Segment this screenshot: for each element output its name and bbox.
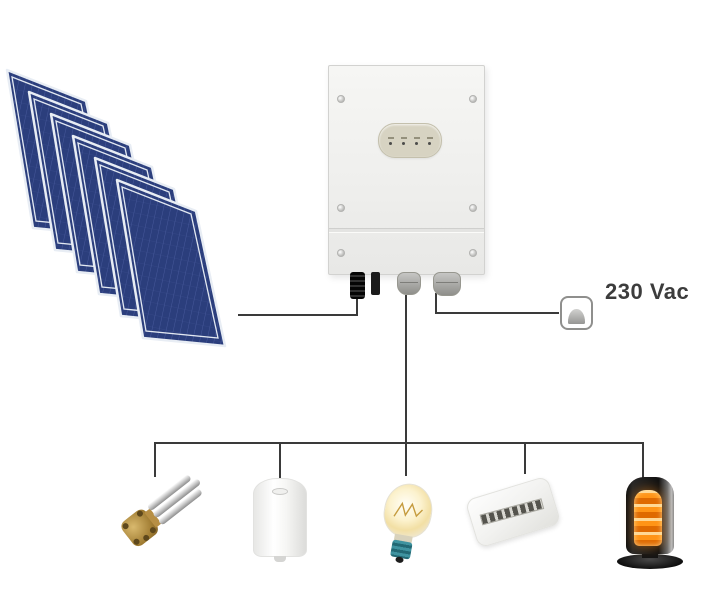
- led-indicator: [387, 136, 394, 145]
- halogen-heater-icon: [616, 477, 686, 569]
- flange-stud: [121, 521, 130, 531]
- light-bulb-assembly: [373, 479, 445, 572]
- mc4-connector-icon: [350, 272, 365, 299]
- led-label-mark: [387, 136, 394, 139]
- wire-pv-to-inverter: [238, 295, 358, 316]
- solar-panel-frame-line: [121, 185, 219, 339]
- led-label-mark: [426, 136, 433, 139]
- heater-glow-elements: [634, 490, 662, 546]
- screw-icon: [469, 249, 477, 257]
- screw-icon: [337, 249, 345, 257]
- wires: [154, 293, 644, 479]
- grid-voltage-label: 230 Vac: [605, 279, 690, 304]
- screw-icon: [337, 204, 345, 212]
- water-heater-fitting: [274, 556, 286, 562]
- inverter-unit: [328, 65, 485, 275]
- cable-gland-icon: [397, 272, 421, 295]
- screw-icon: [337, 95, 345, 103]
- inverter-lower-cover-seam: [329, 228, 484, 233]
- water-heater-logo: [272, 488, 288, 495]
- solar-panel: [115, 178, 227, 348]
- led-dot: [428, 141, 431, 145]
- heater-body: [626, 477, 674, 554]
- light-bulb-icon: [379, 479, 439, 568]
- led-indicator: [400, 136, 407, 145]
- water-heater-icon: [253, 478, 307, 557]
- led-label-mark: [413, 136, 420, 139]
- led-label-mark: [400, 136, 407, 139]
- led-status-panel: [378, 123, 442, 158]
- led-dot: [389, 141, 392, 145]
- mains-plug-icon: [560, 296, 593, 330]
- bulb-filament: [393, 501, 423, 518]
- immersion-heating-element-icon: [118, 473, 216, 570]
- cable-gland-icon: [433, 272, 461, 296]
- flange-stud: [132, 537, 141, 546]
- led-dot: [402, 141, 405, 145]
- led-dot: [415, 141, 418, 145]
- screw-icon: [469, 95, 477, 103]
- heater-base: [617, 554, 683, 569]
- flange-stud: [142, 533, 151, 543]
- load-bus: [154, 442, 644, 479]
- screw-icon: [469, 204, 477, 212]
- terminal-module-assembly: [464, 475, 562, 549]
- terminal-module-icon: [464, 475, 562, 549]
- led-indicator: [413, 136, 420, 145]
- mc4-connector-icon: [371, 272, 380, 295]
- flange-stud: [135, 509, 145, 518]
- led-indicator: [426, 136, 433, 145]
- wire-inverter-to-grid: [435, 293, 559, 314]
- bulb-glass: [379, 479, 437, 542]
- plug-dome-icon: [568, 309, 585, 324]
- bulb-contact-tip: [395, 556, 404, 564]
- solar-panel-array: [5, 68, 227, 348]
